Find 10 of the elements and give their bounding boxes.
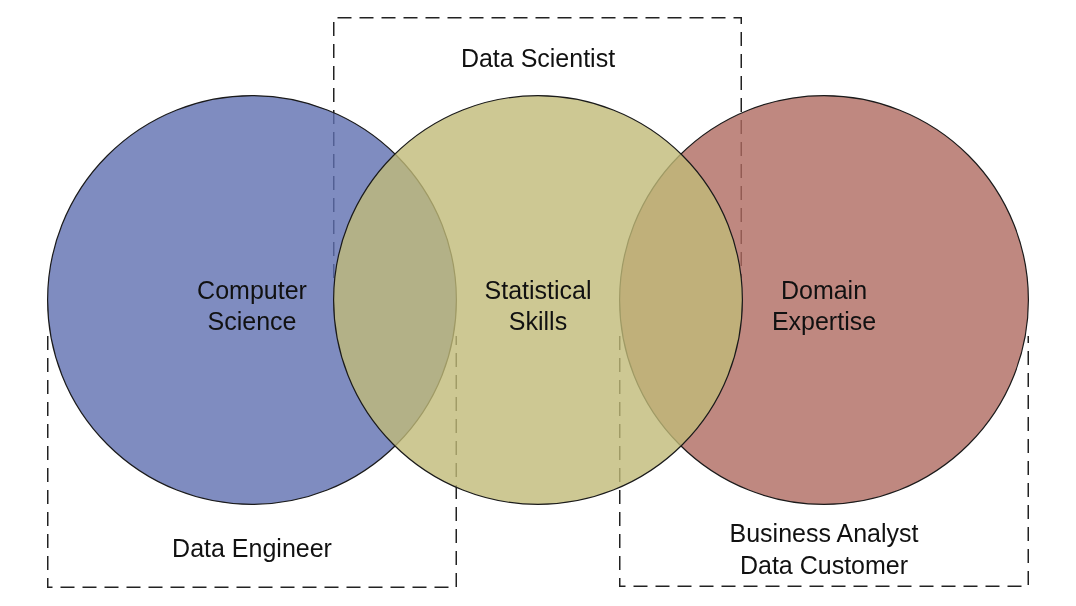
circle-label: Statistical Skills bbox=[484, 275, 592, 337]
dashed-region bbox=[47, 336, 457, 588]
dashed-region bbox=[619, 336, 1029, 587]
circle-label: Domain Expertise bbox=[771, 275, 877, 337]
region-label: Data Scientist bbox=[460, 42, 616, 74]
venn-circle bbox=[333, 95, 743, 505]
region-label: Business Analyst bbox=[729, 517, 919, 549]
region-label: Data Customer bbox=[739, 549, 909, 581]
region-label: Data Engineer bbox=[172, 532, 332, 564]
circle-label: Computer Science bbox=[197, 275, 307, 337]
